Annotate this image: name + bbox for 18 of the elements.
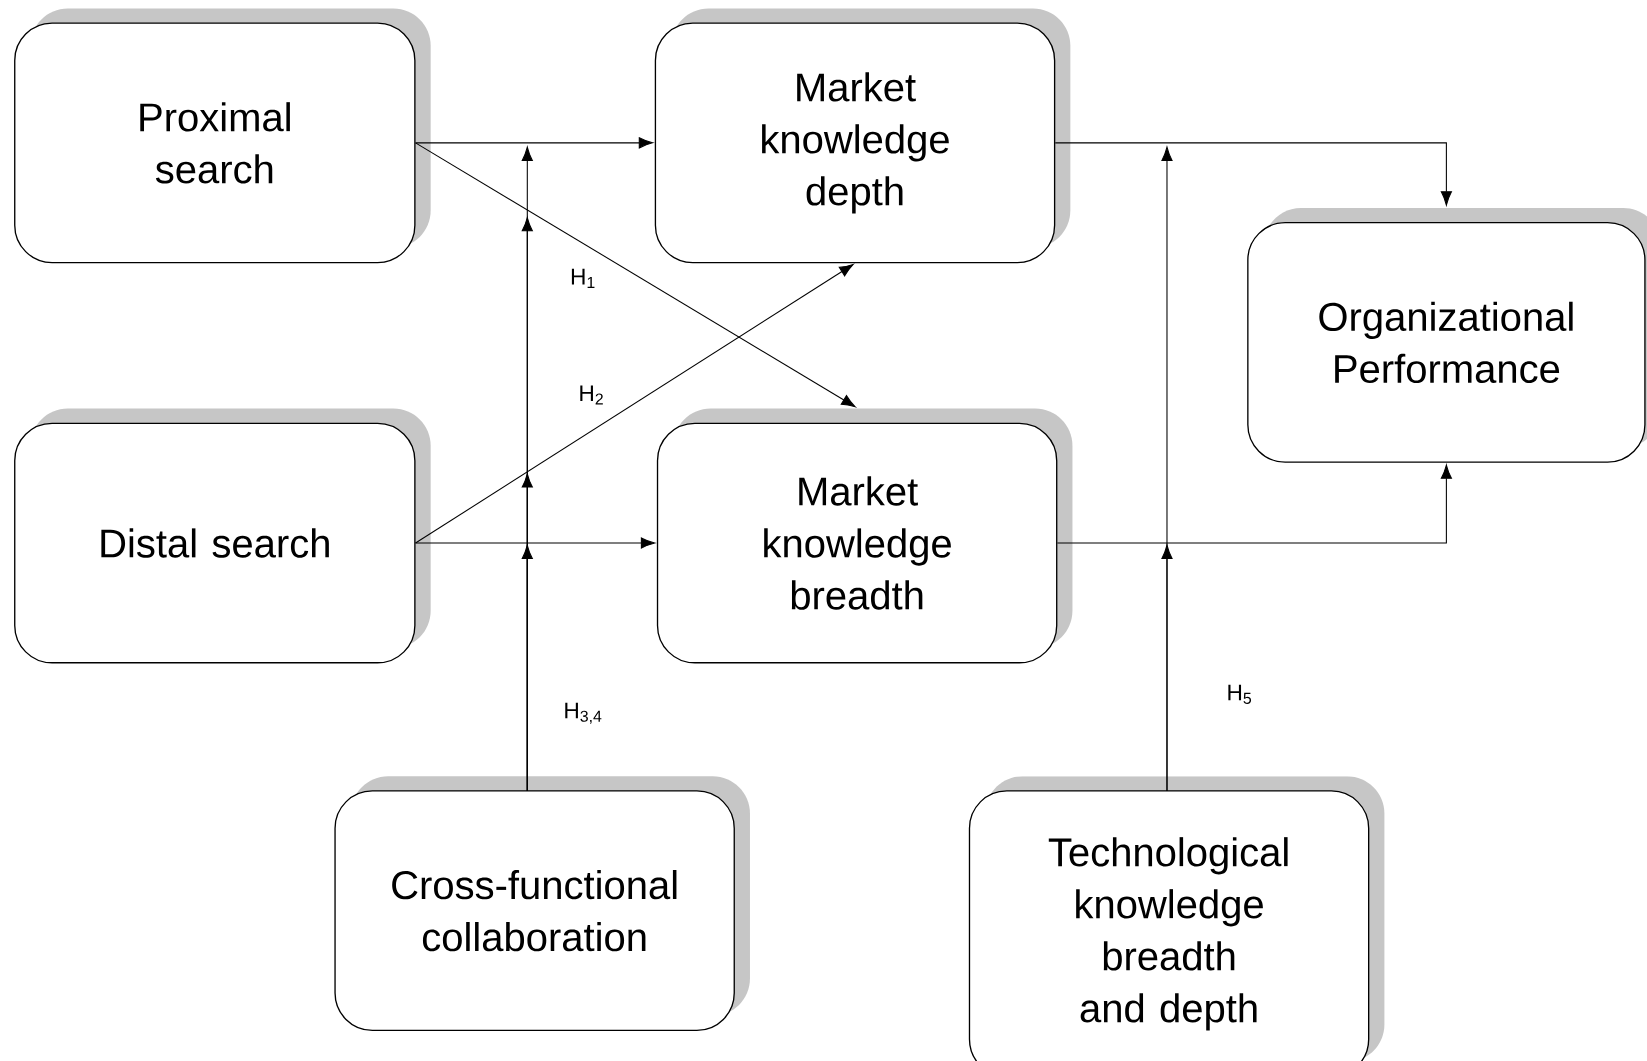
hypothesis-label: H$_{5}$	[1228, 684, 1252, 704]
box: Market knowledge depth	[654, 8, 1071, 264]
box: Cross-functional collaboration	[334, 776, 750, 1032]
arrow	[415, 142, 856, 408]
hypothesis-label: H$_{2}$	[580, 385, 603, 405]
arrow	[1161, 146, 1173, 792]
box: Market knowledge breadth	[656, 408, 1073, 664]
arrow	[415, 137, 654, 149]
hypothesis-label: H$_{1}$	[571, 268, 595, 288]
arrow	[415, 263, 854, 544]
arrow	[1056, 464, 1452, 544]
box: Distal search	[14, 408, 431, 664]
box: Technological knowledge breadth and depth	[968, 776, 1385, 1061]
arrow	[1054, 142, 1452, 206]
hypothesis-label: H$_{3,4}$	[565, 702, 602, 724]
box: Proximal search	[14, 8, 431, 264]
box: Organizational Performance	[1247, 208, 1647, 463]
arrow	[415, 537, 656, 549]
